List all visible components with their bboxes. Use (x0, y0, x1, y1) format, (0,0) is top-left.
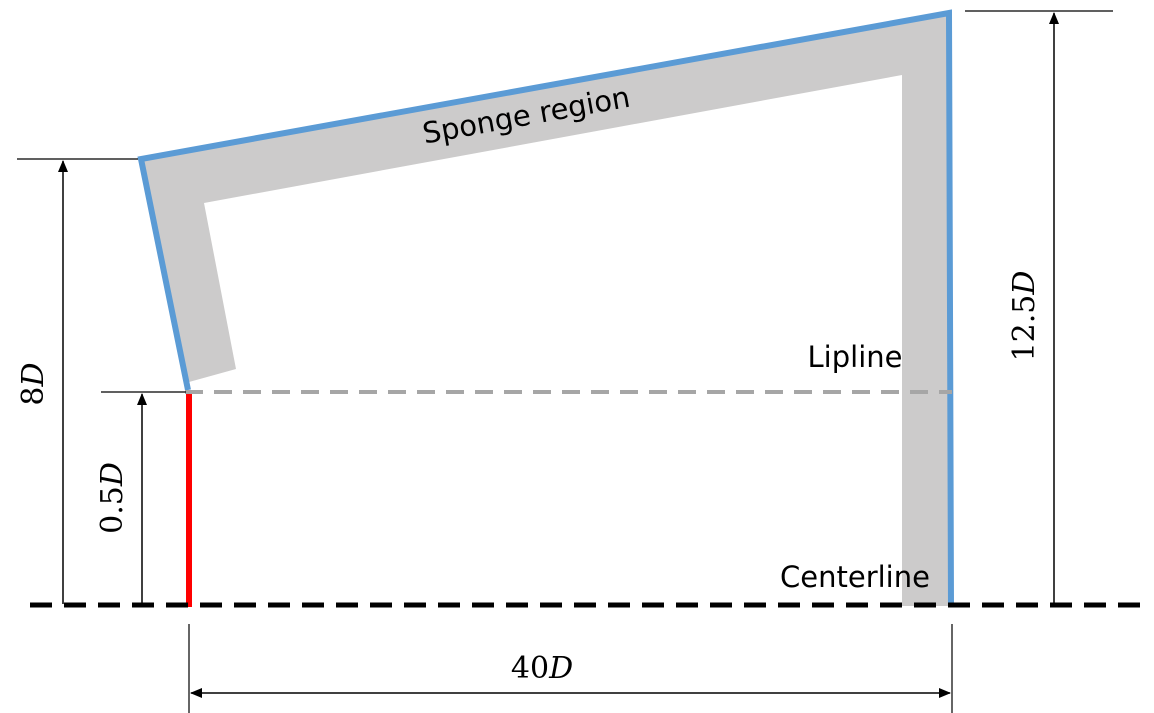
dimension-label-8d: 8D (16, 362, 51, 405)
dimension-outer-height: 8D (16, 158, 138, 604)
dimension-label-12-5d: 12.5D (1007, 271, 1042, 362)
dimension-domain-length: 40D (188, 624, 953, 713)
lipline-label: Lipline (808, 340, 903, 374)
centerline-label: Centerline (780, 560, 930, 594)
dimension-inlet-height: 0.5D (95, 391, 186, 604)
dimension-label-0-5d: 0.5D (95, 462, 130, 534)
dimension-label-40d: 40D (511, 651, 573, 686)
sponge-region (141, 13, 949, 606)
dimension-outflow-height: 12.5D (965, 10, 1113, 604)
far-field-boundary (137, 9, 954, 607)
